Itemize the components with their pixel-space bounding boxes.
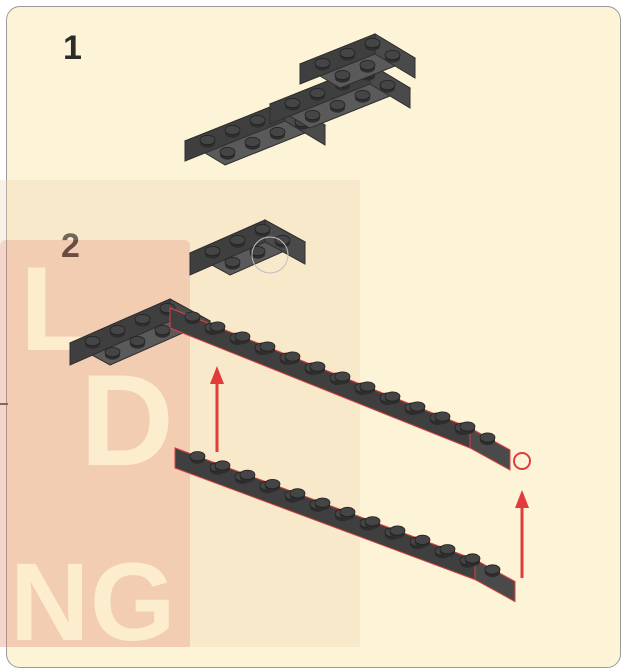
step1-plate-c-stud [335,70,350,82]
step2-base-plate-stud [290,489,305,501]
step1-plate-b-stud [380,80,395,92]
step2-cap-stud [205,246,220,258]
step2-long-plate-stud [360,382,375,394]
step2-crossbar-stud [130,336,145,348]
step2-base-plate-stud [215,461,230,473]
step1-plate-b-stud [285,98,300,110]
lego-instruction-illustration: L D N G [0,0,625,647]
step2-base-plate-stud [440,545,455,557]
step2-crossbar-stud [85,336,100,348]
step2-crossbar-stud [105,347,120,359]
step2-crossbar-stud [155,325,170,337]
step1-plate-c-stud [385,50,400,62]
step2-base-plate-stud [390,526,405,538]
step2-long-plate-stud [335,372,350,384]
step2-base-plate-stud [485,565,500,577]
step2-base-plate-stud [415,535,430,547]
watermark-letter-d: D [80,347,174,493]
step1-plate-c-stud [360,60,375,72]
step2-long-plate-stud [410,402,425,414]
watermark: L D N G [0,180,360,647]
step1-plate-a-stud [250,115,265,127]
step1-plate-a-stud [200,135,215,147]
step2-long-plate-stud [260,342,275,354]
step2-base-plate-stud [265,479,280,491]
step2-cap-stud [230,235,245,247]
step2-long-plate-stud [310,362,325,374]
step1-plate-c-stud [315,58,330,70]
step2-cap-stud [225,257,240,269]
step2-crossbar-stud [135,314,150,326]
step2-base-plate-stud [340,507,355,519]
step1-plate-c-stud [340,48,355,60]
step2-base-plate-stud [240,470,255,482]
step2-long-plate-stud [210,322,225,334]
step1-plate-b-stud [355,90,370,102]
step2-long-plate-stud [435,412,450,424]
step1-plate-b-stud [305,110,320,122]
step1-plate-c-stud [365,38,380,50]
step2-long-plate-stud [460,422,475,434]
step2-crossbar-stud [110,325,125,337]
step1-plate-a-stud [225,125,240,137]
step2-long-plate-stud [185,312,200,324]
step1-plate-b-stud [330,100,345,112]
step2-long-plate-stud [235,332,250,344]
watermark-letter-g: G [90,541,176,647]
step2-base-plate-stud [465,554,480,566]
step1-plate-b-stud [310,88,325,100]
step2-long-plate-stud [385,392,400,404]
step2-base-plate-stud [365,517,380,529]
step1-plate-a-stud [270,127,285,139]
stud-marker-icon [514,453,530,469]
step2-base-plate-stud [190,452,205,464]
step2-long-plate-stud [480,433,495,445]
watermark-letter-n: N [10,541,89,647]
step2-base-plate-stud [315,498,330,510]
step2-long-plate-stud [285,352,300,364]
step2-cap-stud [255,224,270,236]
step1-plate-a-stud [220,147,235,159]
arrow-up-icon [515,490,529,578]
step1-plate-a-stud [245,137,260,149]
